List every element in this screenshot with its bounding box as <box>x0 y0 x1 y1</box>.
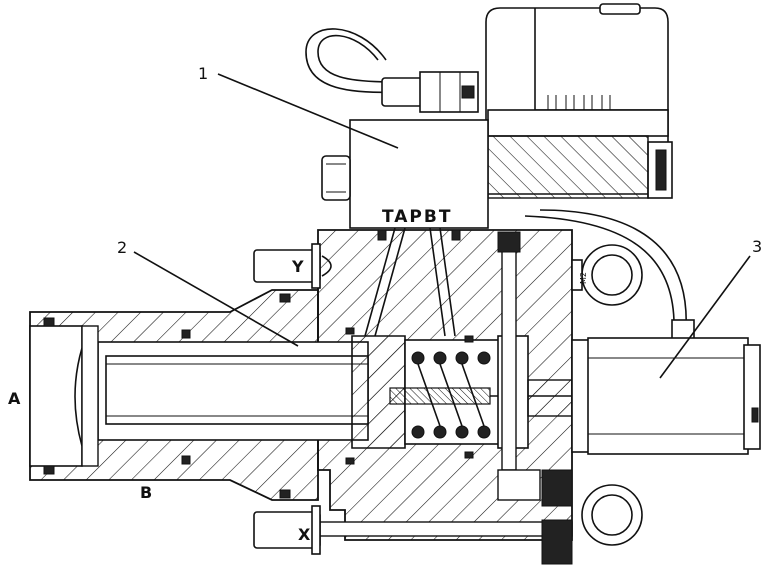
cable-loop <box>317 34 396 83</box>
callout-1: 1 <box>198 64 208 83</box>
port-y-fitting <box>253 243 332 289</box>
body-mark: M2 <box>579 272 588 284</box>
callout-leaders <box>133 73 751 379</box>
port-x-fitting <box>253 505 321 555</box>
port-a-label: A <box>8 389 21 408</box>
lifting-eye-bottom <box>581 484 643 546</box>
pilot-bore-x <box>317 521 573 537</box>
callout-2: 2 <box>117 238 127 257</box>
sensor-cable <box>539 209 687 331</box>
spool-rod <box>389 387 491 405</box>
housing-base-hatched <box>487 135 649 199</box>
main-spring <box>411 351 491 439</box>
callout-3: 3 <box>752 237 762 256</box>
main-valve-body <box>29 227 573 565</box>
port-b-label: B <box>140 483 152 502</box>
cable-connector <box>381 77 423 107</box>
port-row-label: TAPBT <box>382 207 452 227</box>
port-x-label: X <box>298 525 311 544</box>
pilot-adjust-knob <box>321 155 351 201</box>
port-y-label: Y <box>291 257 304 276</box>
main-poppet <box>105 355 369 425</box>
lifting-eye-top: M2 <box>571 244 643 306</box>
position-sensor <box>571 337 761 455</box>
